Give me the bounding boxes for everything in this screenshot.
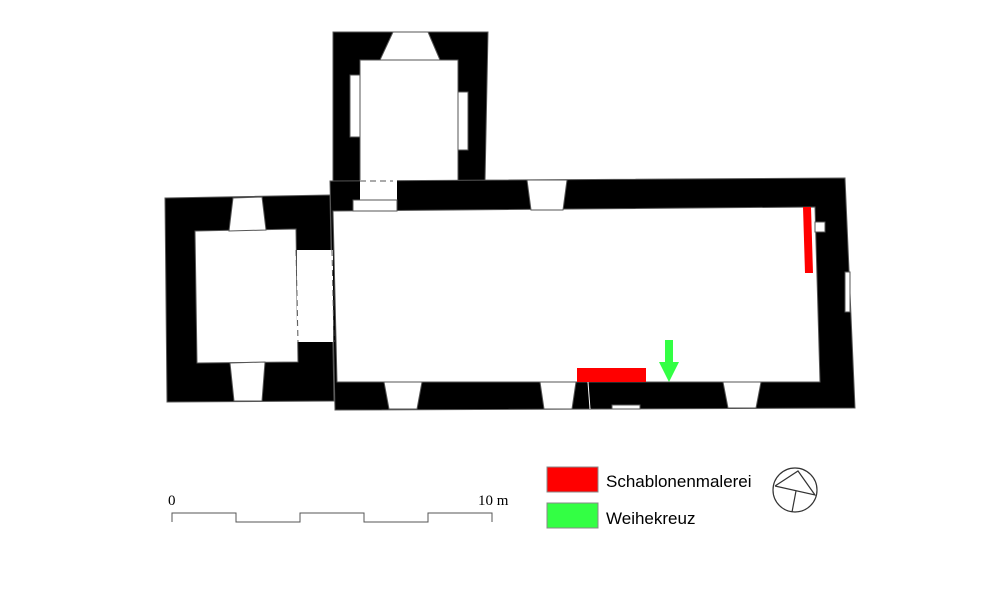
door-nave-south xyxy=(611,404,641,410)
scale-start-label: 0 xyxy=(168,493,176,509)
window-west-north xyxy=(228,196,267,232)
window-nave-south-3 xyxy=(722,381,762,409)
window-west-south xyxy=(229,361,266,402)
slit-east xyxy=(844,271,851,313)
legend-swatch-stencil xyxy=(546,466,599,493)
legend-swatch-cross xyxy=(546,502,599,529)
window-nave-south-2 xyxy=(539,381,577,410)
passage-west xyxy=(297,250,333,342)
window-nave-south-1 xyxy=(383,381,423,410)
window-nave-north xyxy=(526,179,568,211)
niche-east xyxy=(814,221,826,233)
walls xyxy=(164,31,856,411)
north-arrow-compass-icon xyxy=(772,467,818,513)
consecration-cross-arrow xyxy=(659,340,679,382)
stencil-painting-east xyxy=(803,207,813,273)
stencil-painting-south xyxy=(577,368,646,382)
openings xyxy=(228,31,851,410)
scale-end-label: 10 m xyxy=(478,493,509,509)
slit-tower-west xyxy=(349,74,361,138)
legend-label-stencil: Schablonenmalerei xyxy=(606,472,752,491)
slit-tower-east xyxy=(457,91,469,151)
scale-bar xyxy=(171,512,493,523)
legend-label-cross: Weihekreuz xyxy=(606,509,695,528)
